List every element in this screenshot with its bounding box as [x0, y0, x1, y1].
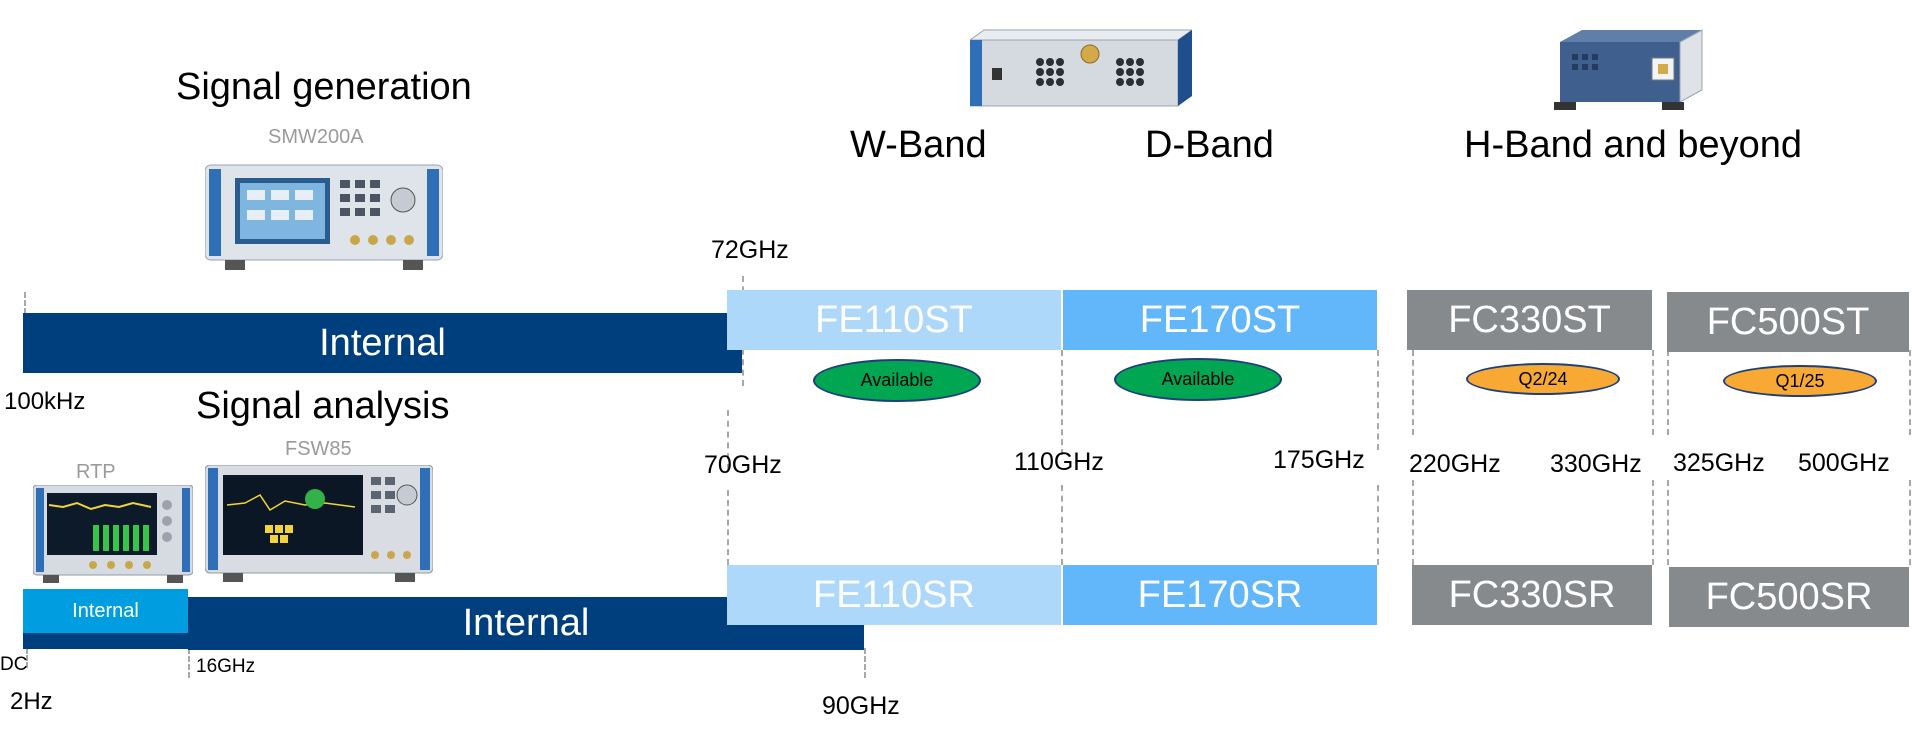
status-badge-fe170: Available: [1114, 358, 1282, 401]
module-fe170sr-label: FE170SR: [1137, 573, 1303, 616]
analysis-dc-label: DC: [0, 654, 28, 675]
guide-line-110ghz: [1061, 350, 1063, 455]
guide-line-dc: [26, 648, 28, 668]
guide-line-500ghz-lower: [1909, 480, 1911, 565]
freq-500ghz: 500GHz: [1798, 449, 1890, 477]
generation-internal-label: Internal: [319, 321, 446, 364]
rtp-label: RTP: [76, 461, 116, 483]
h-band-title: H-Band and beyond: [1464, 124, 1803, 166]
module-fc500sr: FC500SR: [1669, 567, 1909, 627]
guide-line-175ghz-lower: [1377, 485, 1379, 565]
generation-internal-bar: Internal: [23, 313, 742, 373]
guide-line-220ghz: [1412, 350, 1414, 435]
module-fc500sr-label: FC500SR: [1705, 575, 1873, 618]
fc-frontend-image: [1554, 29, 1703, 110]
guide-line-500ghz: [1909, 350, 1911, 435]
signal-generation-title: Signal generation: [176, 66, 472, 108]
freq-110ghz: 110GHz: [1014, 448, 1104, 476]
fsw85-label: FSW85: [285, 438, 352, 460]
module-fc330sr-label: FC330SR: [1448, 573, 1616, 616]
guide-line-70ghz-lower: [727, 490, 729, 565]
status-badge-fe110-label: Available: [860, 370, 934, 390]
smw200a-label: SMW200A: [268, 126, 364, 148]
module-fe110st-label: FE110ST: [815, 298, 973, 341]
analysis-mid-freq: 16GHz: [196, 656, 256, 677]
analysis-internal-underline: [23, 633, 188, 649]
d-band-title: D-Band: [1145, 124, 1274, 166]
module-fc330sr: FC330SR: [1412, 565, 1652, 625]
module-fe110st: FE110ST: [727, 290, 1061, 350]
guide-line-start-generation: [24, 292, 26, 314]
analysis-start-freq: 2Hz: [10, 688, 53, 715]
freq-325ghz: 325GHz: [1673, 449, 1765, 477]
module-fe170st-label: FE170ST: [1139, 298, 1301, 341]
freq-70ghz: 70GHz: [704, 451, 782, 479]
guide-line-330ghz-lower: [1652, 480, 1654, 565]
rtp-image: [33, 485, 193, 583]
fe-frontend-image: [970, 29, 1192, 107]
module-fe110sr: FE110SR: [727, 565, 1061, 625]
module-fc500st: FC500ST: [1667, 292, 1909, 352]
smw200a-image: [205, 164, 443, 270]
freq-175ghz: 175GHz: [1273, 446, 1365, 474]
generation-start-freq: 100kHz: [4, 388, 86, 415]
generation-end-freq: 72GHz: [711, 236, 789, 264]
freq-220ghz: 220GHz: [1409, 450, 1501, 478]
guide-line-325ghz: [1667, 350, 1669, 435]
module-fe170sr: FE170SR: [1063, 565, 1377, 625]
module-fc330st-label: FC330ST: [1448, 298, 1611, 341]
guide-line-16ghz: [188, 648, 190, 678]
analysis-internal-label-fsw: Internal: [462, 602, 590, 644]
status-badge-fe110: Available: [813, 359, 981, 402]
w-band-title: W-Band: [850, 124, 987, 166]
module-fc500st-label: FC500ST: [1706, 300, 1870, 343]
status-badge-fc500: Q1/25: [1723, 365, 1877, 397]
module-fe170st: FE170ST: [1063, 290, 1377, 350]
guide-line-110ghz-lower: [1061, 485, 1063, 565]
signal-analysis-title: Signal analysis: [196, 385, 450, 427]
guide-line-220ghz-lower: [1412, 480, 1414, 565]
guide-line-175ghz: [1377, 350, 1379, 450]
analysis-internal-label-rtp: Internal: [72, 599, 139, 622]
status-badge-fc330-label: Q2/24: [1518, 368, 1568, 389]
guide-line-330ghz: [1652, 350, 1654, 435]
guide-line-70ghz: [727, 410, 729, 470]
module-fc330st: FC330ST: [1407, 290, 1652, 350]
guide-line-90ghz: [864, 648, 866, 678]
status-badge-fe170-label: Available: [1161, 369, 1235, 389]
status-badge-fc500-label: Q1/25: [1775, 370, 1825, 391]
status-badge-fc330: Q2/24: [1466, 363, 1620, 395]
module-fe110sr-label: FE110SR: [813, 573, 975, 616]
guide-line-325ghz-lower: [1667, 480, 1669, 565]
analysis-internal-bar-rtp: Internal: [23, 589, 188, 633]
freq-330ghz: 330GHz: [1550, 450, 1642, 478]
fsw85-image: [205, 465, 433, 582]
analysis-end-freq: 90GHz: [822, 692, 900, 720]
